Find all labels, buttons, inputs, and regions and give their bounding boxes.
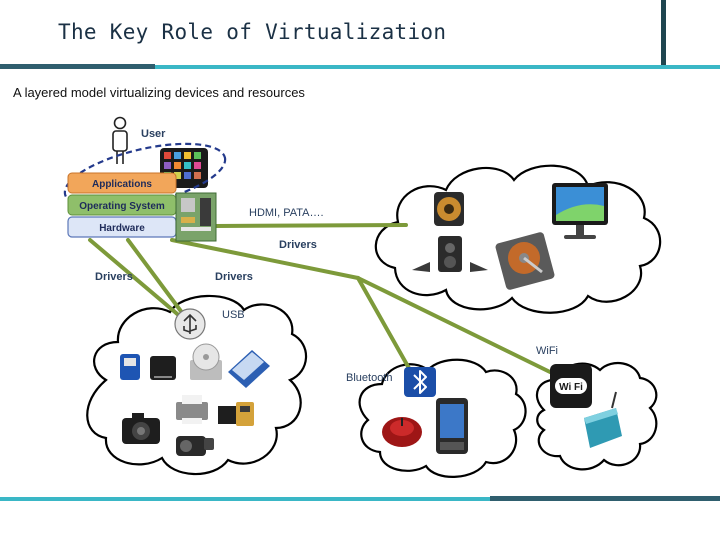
layer-applications-label: Applications bbox=[92, 179, 152, 190]
card-reader-icon bbox=[218, 402, 254, 426]
bluetooth-icon bbox=[404, 367, 436, 397]
phone-icon bbox=[436, 398, 468, 454]
layer-operating-system: Operating System bbox=[67, 194, 177, 216]
layer-applications: Applications bbox=[67, 172, 177, 194]
link-wifi-line bbox=[356, 276, 552, 374]
user-label: User bbox=[141, 128, 166, 140]
usb-stick-icon bbox=[120, 354, 140, 380]
camera-icon bbox=[122, 413, 160, 444]
speaker-icon bbox=[434, 192, 464, 226]
person-icon bbox=[112, 116, 128, 164]
bottom-rule-light bbox=[0, 497, 490, 501]
monitor-icon bbox=[552, 183, 608, 239]
link-bluetooth-line bbox=[356, 276, 412, 372]
svg-text:Wi Fi: Wi Fi bbox=[559, 382, 583, 393]
layer-hardware: Hardware bbox=[67, 216, 177, 238]
hdmi-label: HDMI, PATA…. bbox=[249, 207, 324, 219]
bottom-rule-dark bbox=[490, 496, 720, 501]
layer-os-label: Operating System bbox=[79, 201, 165, 212]
title-divider bbox=[661, 0, 666, 66]
link-usb-right-line bbox=[126, 238, 188, 320]
optical-drive-icon bbox=[190, 343, 222, 380]
motherboard-icon bbox=[175, 192, 217, 242]
scanner-icon bbox=[228, 350, 270, 388]
hard-drive-icon bbox=[495, 232, 555, 290]
wifi-label: WiFi bbox=[536, 345, 558, 357]
link-usb-left-line bbox=[88, 238, 184, 320]
slide-subtitle: A layered model virtualizing devices and… bbox=[13, 85, 305, 100]
link-trunk-line bbox=[170, 238, 360, 280]
link-lines bbox=[88, 223, 552, 374]
mouse-icon bbox=[382, 417, 422, 447]
router-icon bbox=[584, 391, 622, 448]
link-hdmi-line bbox=[213, 223, 408, 228]
usb-label: USB bbox=[222, 309, 245, 321]
wifi-badge-icon: Wi Fi bbox=[550, 364, 592, 408]
printer-icon bbox=[176, 395, 208, 424]
slide-title: The Key Role of Virtualization bbox=[58, 20, 447, 44]
drivers-left-label: Drivers bbox=[95, 271, 133, 283]
speaker-system-icon bbox=[412, 236, 488, 272]
usb-icon bbox=[174, 308, 206, 340]
layer-hardware-label: Hardware bbox=[99, 223, 145, 234]
drivers-mid-label: Drivers bbox=[215, 271, 253, 283]
top-rule-dark bbox=[0, 64, 155, 69]
bluetooth-label: Bluetooth bbox=[346, 372, 392, 384]
external-drive-icon bbox=[150, 356, 176, 380]
drivers-right-label: Drivers bbox=[279, 239, 317, 251]
top-rule-light bbox=[155, 65, 720, 69]
camcorder-icon bbox=[176, 436, 214, 456]
